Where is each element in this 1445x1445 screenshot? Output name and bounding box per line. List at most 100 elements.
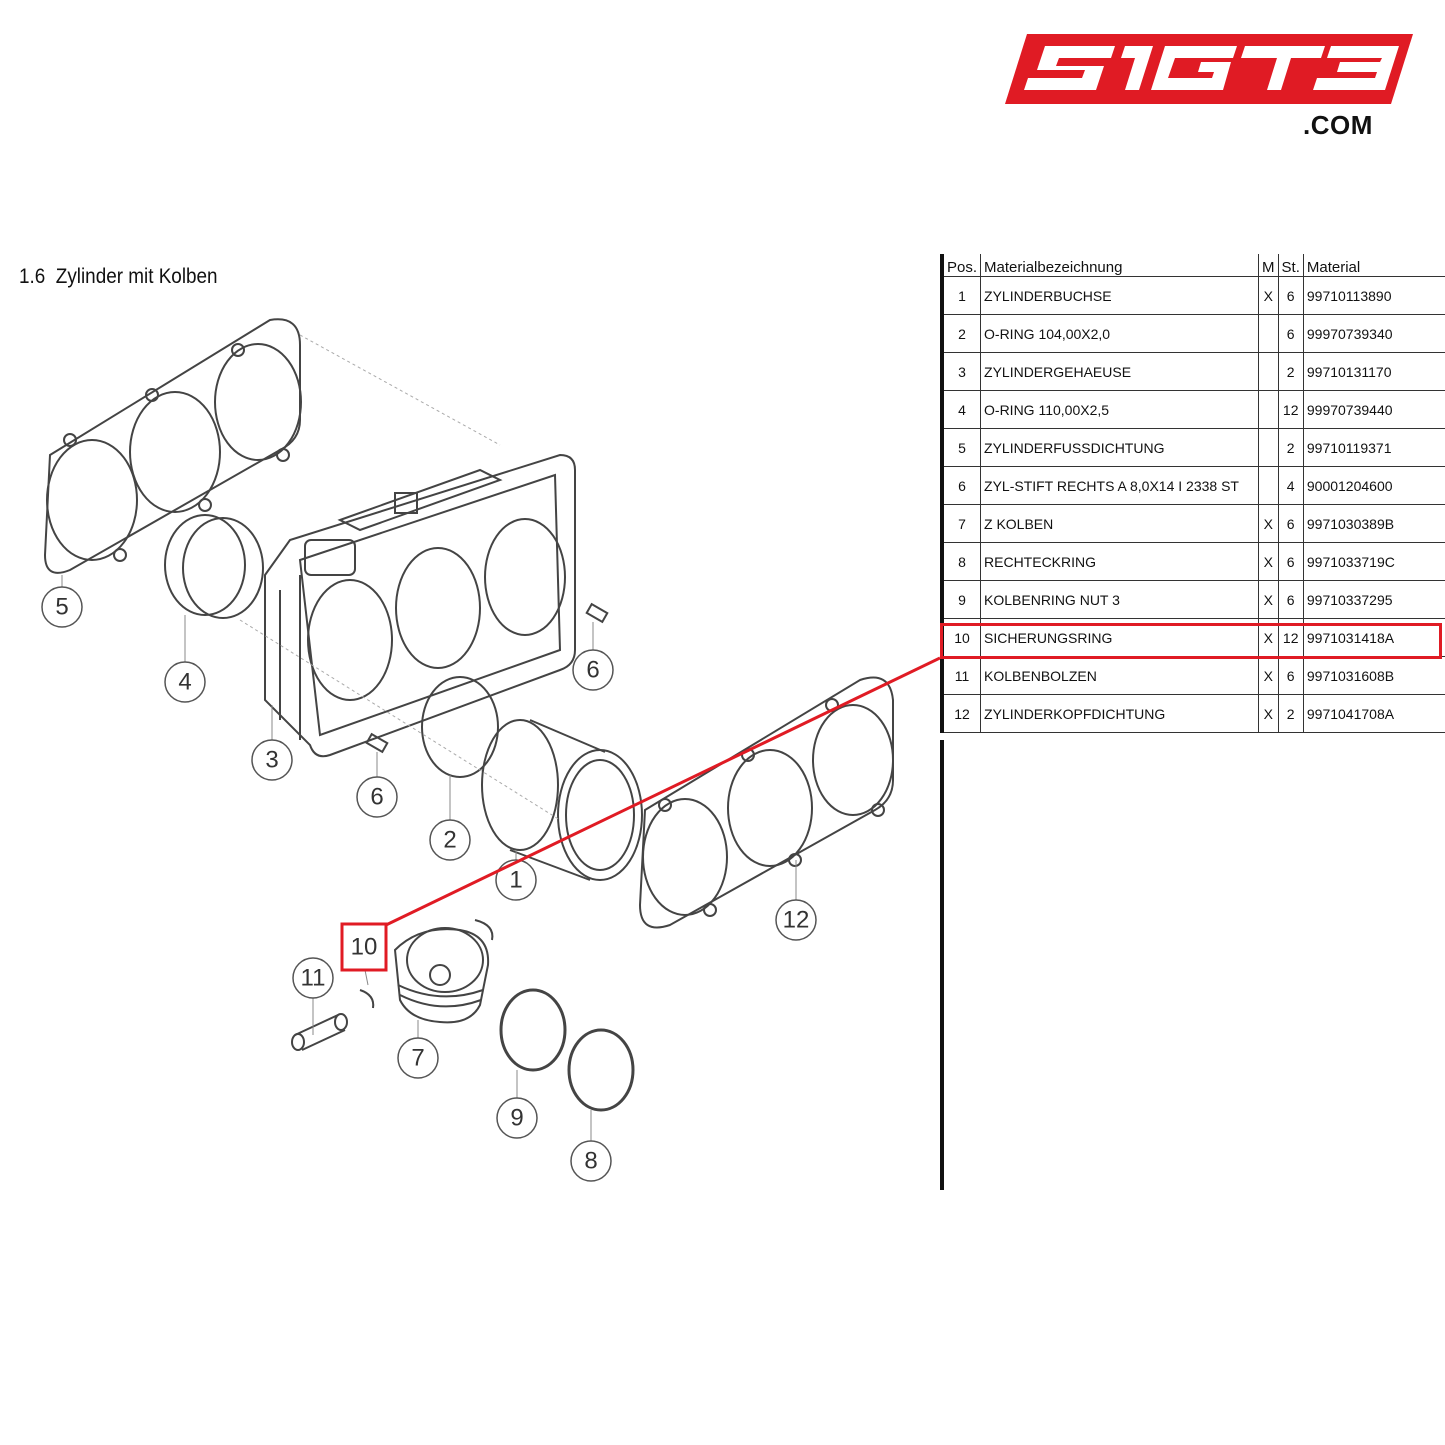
callout-11: 11 <box>301 965 326 992</box>
cell-pos: 2 <box>940 314 981 353</box>
callout-8: 8 <box>584 1148 597 1175</box>
cell-m: X <box>1258 580 1279 619</box>
cell-m: X <box>1258 542 1279 581</box>
exploded-diagram: 1 2 3 4 5 6 6 7 8 9 10 11 12 <box>41 318 940 1182</box>
cell-st: 2 <box>1277 428 1304 467</box>
section-title-text: Zylinder mit Kolben <box>55 265 218 288</box>
cell-material: 9971041708A <box>1302 694 1445 733</box>
callout-6-lower: 6 <box>370 784 383 811</box>
piston-ring-8 <box>567 1028 635 1112</box>
cell-name: RECHTECKRING <box>980 542 1259 581</box>
o-ring-2 <box>421 676 499 778</box>
cell-material: 99970739440 <box>1302 390 1445 429</box>
cell-st: 6 <box>1277 504 1304 543</box>
row-10-highlight <box>940 623 1442 659</box>
cell-m: X <box>1258 504 1279 543</box>
cell-st: 12 <box>1277 390 1304 429</box>
table-left-rule <box>940 740 944 1190</box>
cell-pos: 6 <box>940 466 981 505</box>
cell-st: 4 <box>1277 466 1304 505</box>
cell-m <box>1258 466 1279 505</box>
cell-pos: 4 <box>940 390 981 429</box>
cell-m: X <box>1258 656 1279 695</box>
section-number: 1.6 <box>19 265 46 288</box>
cylinder-liner <box>481 719 643 881</box>
cell-pos: 5 <box>940 428 981 467</box>
cell-st: 2 <box>1277 352 1304 391</box>
cell-st: 6 <box>1277 580 1304 619</box>
cylinder-base-gasket-left <box>43 318 302 574</box>
cell-material: 99710119371 <box>1302 428 1445 467</box>
cell-name: ZYLINDERBUCHSE <box>980 276 1259 315</box>
cell-pos: 9 <box>940 580 981 619</box>
cell-material: 99710131170 <box>1302 352 1445 391</box>
callout-7: 7 <box>411 1045 424 1072</box>
cell-material: 9971033719C <box>1302 542 1445 581</box>
callout-9: 9 <box>510 1105 523 1132</box>
piston <box>393 927 490 1024</box>
cell-material: 9971031608B <box>1302 656 1445 695</box>
callout-6-upper: 6 <box>586 657 599 684</box>
cell-name: ZYLINDERKOPFDICHTUNG <box>980 694 1259 733</box>
cell-name: Z KOLBEN <box>980 504 1259 543</box>
cell-name: KOLBENBOLZEN <box>980 656 1259 695</box>
cell-name: O-RING 104,00X2,0 <box>980 314 1259 353</box>
dowel-pin-upper <box>585 602 609 624</box>
cell-st: 6 <box>1277 276 1304 315</box>
table-header-row: Pos. Materialbezeichnung M St. Material <box>940 254 1445 277</box>
cell-pos: 12 <box>940 694 981 733</box>
cell-name: ZYL-STIFT RECHTS A 8,0X14 I 2338 ST <box>980 466 1259 505</box>
section-title: 1.6 Zylinder mit Kolben <box>19 265 218 289</box>
cell-pos: 11 <box>940 656 981 695</box>
callout-12: 12 <box>783 907 810 934</box>
piston-pin <box>291 1013 348 1051</box>
cell-st: 6 <box>1277 656 1304 695</box>
highlight-connector <box>385 656 940 927</box>
cell-st: 6 <box>1277 314 1304 353</box>
piston-ring-9 <box>499 988 567 1072</box>
cell-pos: 8 <box>940 542 981 581</box>
cell-st: 2 <box>1277 694 1304 733</box>
cell-name: ZYLINDERFUSSDICHTUNG <box>980 428 1259 467</box>
callout-10-highlight <box>340 922 388 972</box>
cell-m <box>1258 314 1279 353</box>
circlip-lower <box>359 989 375 1009</box>
logo-domain: .COM <box>1303 110 1373 140</box>
callout-1: 1 <box>509 867 522 894</box>
header-st: St. <box>1277 254 1304 277</box>
header-m: M <box>1258 254 1279 277</box>
callout-4: 4 <box>178 669 191 696</box>
cell-m <box>1258 390 1279 429</box>
dowel-pin-lower <box>365 732 389 754</box>
cell-name: O-RING 110,00X2,5 <box>980 390 1259 429</box>
callout-10: 10 <box>351 934 378 961</box>
circlip-upper <box>474 919 494 941</box>
header-material: Material <box>1302 254 1445 277</box>
cell-name: ZYLINDERGEHAEUSE <box>980 352 1259 391</box>
brand-logo[interactable] <box>1005 30 1415 108</box>
callout-3: 3 <box>265 747 278 774</box>
cell-material: 99710337295 <box>1302 580 1445 619</box>
cell-m: X <box>1258 276 1279 315</box>
o-ring-4 <box>164 514 264 619</box>
cylinder-housing <box>264 453 576 758</box>
cell-material: 99710113890 <box>1302 276 1445 315</box>
cell-m <box>1258 428 1279 467</box>
cell-pos: 3 <box>940 352 981 391</box>
cell-material: 90001204600 <box>1302 466 1445 505</box>
cell-material: 9971030389B <box>1302 504 1445 543</box>
cell-pos: 7 <box>940 504 981 543</box>
callout-5: 5 <box>55 594 68 621</box>
header-name: Materialbezeichnung <box>980 254 1259 277</box>
